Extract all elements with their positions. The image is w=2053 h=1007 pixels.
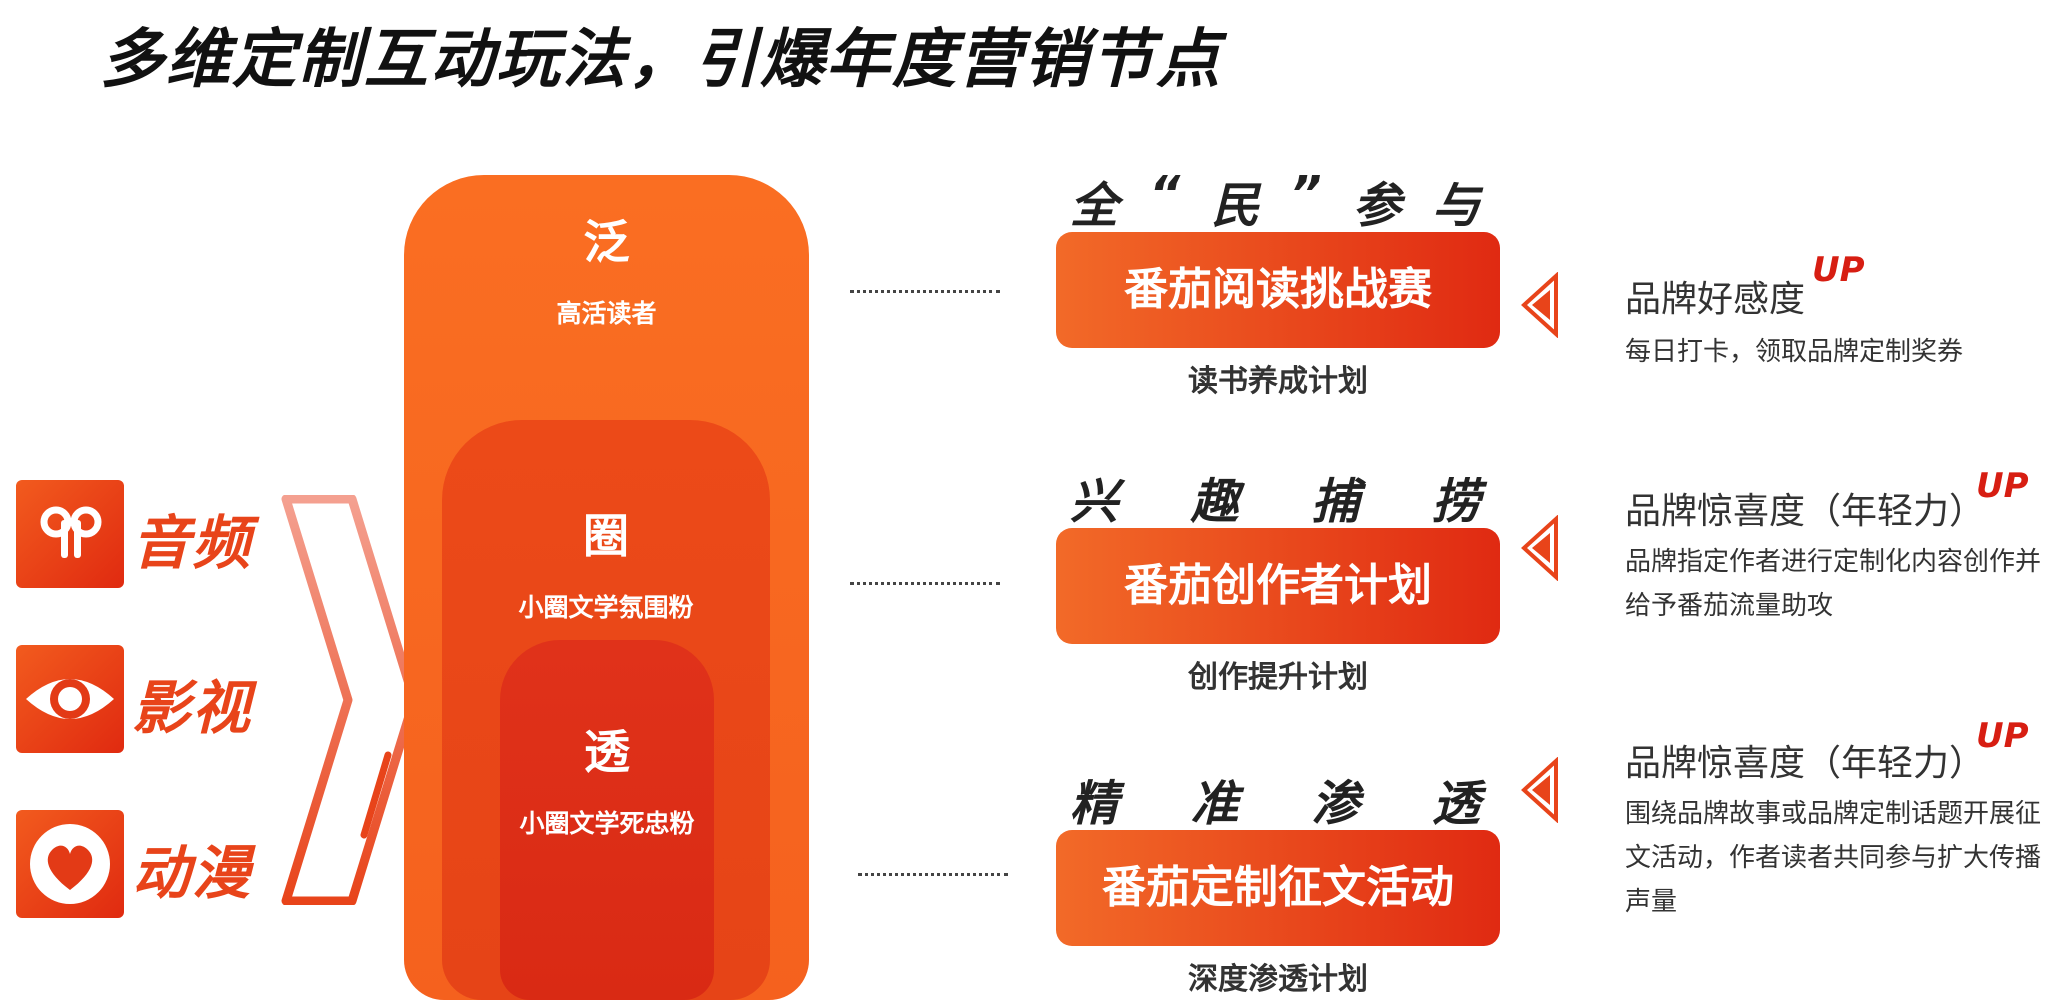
- program-tagline: 兴 趣 捕 捞: [1070, 474, 1480, 530]
- pointer-triangle-icon: [1521, 757, 1558, 823]
- program-button-creator-plan[interactable]: 番茄创作者计划: [1056, 528, 1500, 644]
- connector-line: [850, 582, 1000, 585]
- up-badge: UP: [1976, 466, 2029, 506]
- program-tagline: 全 “ 民 ” 参 与: [1070, 166, 1480, 234]
- funnel-inner: [500, 640, 714, 1000]
- funnel-inner-char: 透: [584, 725, 630, 779]
- funnel-middle-label: 圈 小圈文学氛围粉: [442, 500, 770, 624]
- funnel-middle-char: 圈: [583, 509, 629, 563]
- program-button-essay-contest[interactable]: 番茄定制征文活动: [1056, 830, 1500, 946]
- funnel-inner-desc: 小圈文学死忠粉: [519, 809, 695, 838]
- program-subtitle: 创作提升计划: [1188, 660, 1368, 695]
- connector-line: [850, 290, 1000, 293]
- eye-icon: [16, 645, 124, 753]
- airpods-icon: [16, 480, 124, 588]
- media-label-audio: 音频: [132, 509, 253, 577]
- benefit-description: 品牌指定作者进行定制化内容创作并给予番茄流量助攻: [1625, 547, 2042, 621]
- benefit-title: 品牌惊喜度（年轻力）: [1625, 743, 1986, 784]
- pointer-triangle-icon: [1521, 515, 1558, 581]
- program-tagline: 精 准 渗 透: [1070, 776, 1480, 832]
- benefit-title-row: 品牌惊喜度（年轻力）: [1625, 734, 1985, 786]
- chevron-arrow-icon: [281, 495, 419, 905]
- benefit-description: 围绕品牌故事或品牌定制话题开展征文活动，作者读者共同参与扩大传播声量: [1625, 799, 2042, 917]
- funnel-middle-desc: 小圈文学氛围粉: [518, 593, 694, 622]
- media-label-film: 影视: [132, 674, 253, 742]
- funnel-inner-label: 透 小圈文学死忠粉: [500, 716, 714, 840]
- benefit-title-row: 品牌惊喜度（年轻力）: [1625, 482, 1985, 534]
- funnel-outer-label: 泛 高活读者: [404, 206, 809, 330]
- funnel-outer-desc: 高活读者: [556, 299, 657, 328]
- benefit-description: 每日打卡，领取品牌定制奖券: [1625, 337, 1964, 367]
- program-subtitle: 读书养成计划: [1188, 364, 1368, 399]
- pointer-triangle-icon: [1521, 272, 1558, 338]
- benefit-title: 品牌惊喜度（年轻力）: [1625, 491, 1986, 532]
- funnel-outer-char: 泛: [583, 215, 630, 269]
- connector-line: [858, 873, 1008, 876]
- media-label-anime: 动漫: [132, 839, 253, 907]
- benefit-title: 品牌好感度: [1625, 279, 1806, 320]
- program-subtitle: 深度渗透计划: [1188, 962, 1368, 997]
- up-badge: UP: [1812, 250, 1865, 290]
- heart-icon: [16, 810, 124, 918]
- benefit-title-row: 品牌好感度: [1625, 270, 1805, 322]
- program-button-reading-challenge[interactable]: 番茄阅读挑战赛: [1056, 232, 1500, 348]
- up-badge: UP: [1976, 716, 2029, 756]
- page-title: 多维定制互动玩法，引爆年度营销节点: [100, 23, 1222, 97]
